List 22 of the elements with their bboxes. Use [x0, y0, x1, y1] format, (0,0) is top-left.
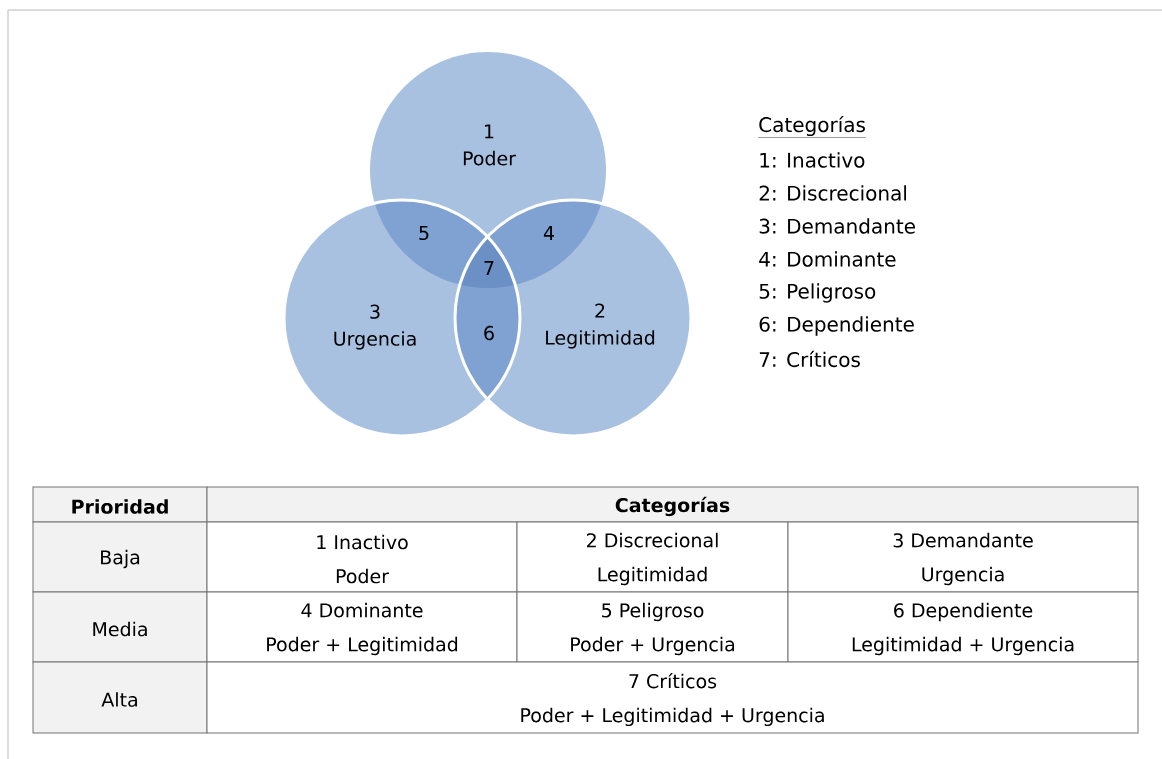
list-item: 7: Críticos [759, 350, 860, 368]
list-item: 1: Inactivo [760, 152, 865, 168]
table-cell: Alta [32, 661, 208, 734]
region-number: 4 [543, 226, 554, 240]
table-cell: 2 Discrecional Legitimidad [516, 521, 789, 593]
table-cell: 5 Peligroso Poder + Urgencia [516, 591, 789, 663]
table-cell: Media [32, 591, 208, 663]
table-cell: 6 Dependiente Legitimidad + Urgencia [787, 591, 1139, 663]
table-header: Prioridad [32, 486, 208, 523]
list-item: 6: Dependiente [759, 316, 914, 336]
table-cell: 1 Inactivo Poder [206, 521, 518, 593]
table-cell: Baja [32, 521, 208, 593]
region-number: 7 [484, 261, 494, 275]
region-number: 6 [484, 325, 494, 341]
list-heading: Categorías [758, 115, 867, 138]
list-item: 2: Discrecional [759, 185, 907, 201]
table-cell: 3 Demandante Urgencia [787, 521, 1139, 593]
list-item: 5: Peligroso [759, 283, 876, 303]
table-cell: 4 Dominante Poder + Legitimidad [206, 591, 518, 663]
region-number: 5 [419, 225, 429, 241]
list-item: 3: Demandante [759, 218, 915, 234]
list-item: 4: Dominante [759, 251, 896, 267]
